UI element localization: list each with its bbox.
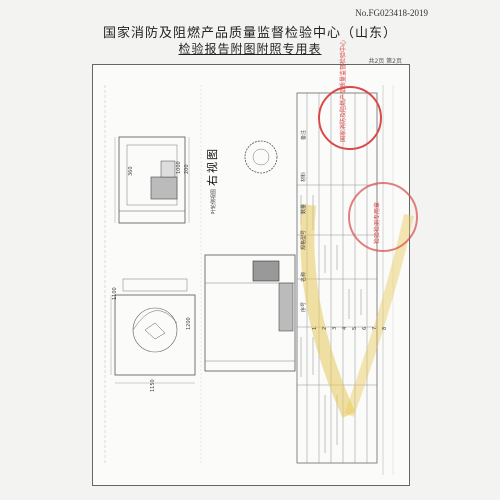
row-number: 1: [312, 326, 318, 330]
table-header-material: 材料: [301, 171, 307, 182]
table-header-remark: 备注: [301, 129, 307, 140]
impeller-view-label: 叶轮侧视图: [211, 188, 217, 214]
stamp-text: 国家消防及阻燃产品质量监督检验中心: [340, 39, 347, 142]
row-number: 2: [322, 326, 328, 330]
stamp-text: 检验检测专用章: [374, 201, 381, 244]
row-number: 5: [352, 326, 358, 330]
document-title: 国家消防及阻燃产品质量监督检验中心（山东）: [102, 26, 397, 41]
row-number: 8: [382, 326, 388, 330]
row-number: 6: [362, 326, 368, 330]
table-header-qty: 数量: [301, 203, 307, 214]
document-subtitle: 检验报告附图附照专用表: [178, 42, 322, 56]
inspection-stamp: [348, 182, 418, 252]
table-header-name: 名称: [301, 271, 307, 282]
dimension-label: 360: [128, 166, 134, 176]
official-stamp: [318, 86, 382, 150]
dimension-label: 1100: [112, 287, 118, 300]
dimension-label: 1200: [186, 317, 192, 330]
technical-drawing: [104, 85, 394, 475]
table-header-no: 序号: [301, 301, 307, 312]
row-number: 7: [372, 326, 378, 330]
page-info: 共2页 第2页: [368, 58, 402, 65]
document-number: No.FG023418-2019: [355, 8, 428, 18]
dimension-label: 1000: [176, 161, 182, 174]
dimension-label: 200: [184, 164, 190, 174]
right-view-label: 右视图: [206, 147, 219, 186]
row-number: 4: [342, 326, 348, 330]
row-number: 3: [332, 326, 338, 330]
table-header-spec: 规格型号: [301, 229, 307, 250]
dimension-label: 1150: [150, 379, 156, 392]
